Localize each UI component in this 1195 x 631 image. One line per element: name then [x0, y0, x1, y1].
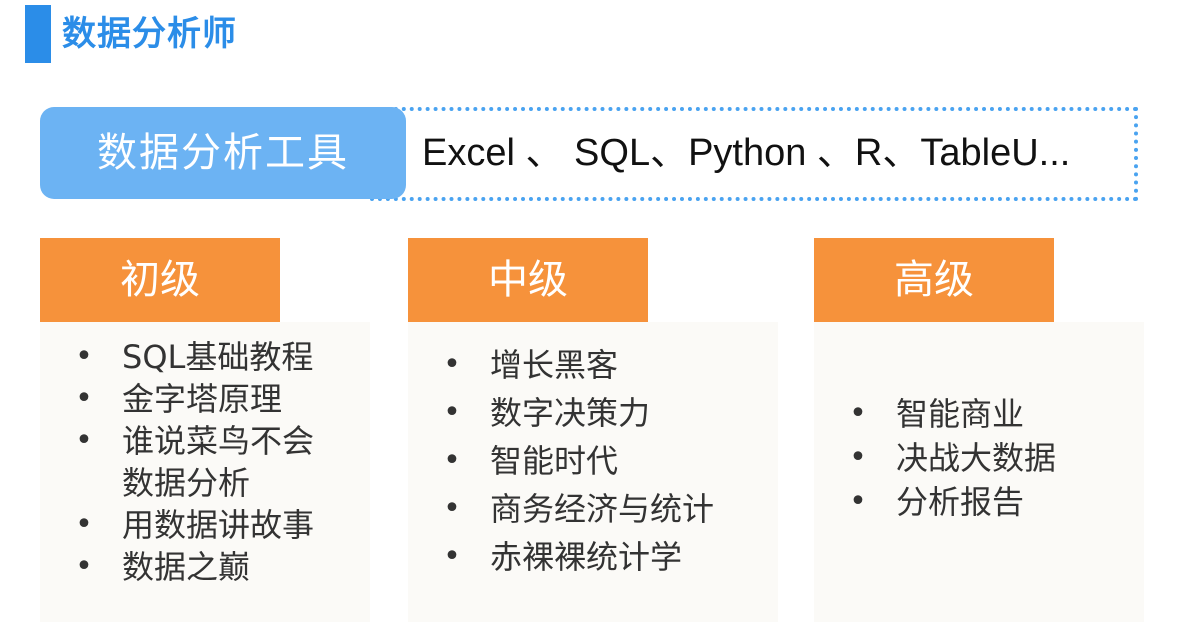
level-list-advanced: •智能商业 •决战大数据 •分析报告	[848, 392, 1136, 524]
list-item: •商务经济与统计	[442, 485, 780, 533]
bullet-icon: •	[75, 423, 93, 458]
list-item: •赤裸裸统计学	[442, 533, 780, 581]
list-item: •智能时代	[442, 437, 780, 485]
list-item: •智能商业	[848, 392, 1136, 436]
level-panel-intermediate	[408, 322, 778, 622]
slide-title: 数据分析师	[62, 14, 237, 54]
tools-label: 数据分析工具	[40, 107, 406, 199]
level-panel-advanced	[814, 322, 1144, 622]
title-accent-bar	[25, 5, 51, 63]
bullet-icon: •	[849, 484, 867, 519]
list-item: •增长黑客	[442, 341, 780, 389]
level-header-intermediate: 中级	[408, 238, 648, 322]
level-header-advanced: 高级	[814, 238, 1054, 322]
list-item: •决战大数据	[848, 436, 1136, 480]
list-item: •金字塔原理	[75, 380, 283, 418]
list-item: •分析报告	[848, 480, 1136, 524]
level-panel-beginner	[40, 322, 370, 622]
bullet-icon: •	[443, 443, 461, 478]
bullet-icon: •	[75, 507, 93, 542]
bullet-icon: •	[75, 381, 93, 416]
list-item: •SQL基础教程	[75, 338, 314, 376]
bullet-icon: •	[849, 440, 867, 475]
tools-value: Excel 、 SQL、Python 、R、TableU...	[422, 132, 1071, 174]
bullet-icon: •	[443, 395, 461, 430]
list-item: •数字决策力	[442, 389, 780, 437]
bullet-icon: •	[443, 347, 461, 382]
bullet-icon: •	[75, 549, 93, 584]
bullet-icon: •	[849, 396, 867, 431]
list-item: •用数据讲故事	[75, 506, 315, 544]
level-header-beginner: 初级	[40, 238, 280, 322]
level-list-intermediate: •增长黑客 •数字决策力 •智能时代 •商务经济与统计 •赤裸裸统计学	[442, 341, 780, 581]
list-item: •谁说菜鸟不会数据分析	[75, 422, 315, 502]
bullet-icon: •	[443, 539, 461, 574]
tools-dotted-box	[370, 107, 1138, 201]
list-item: •数据之巅	[75, 548, 251, 586]
bullet-icon: •	[75, 339, 93, 374]
tools-row: 数据分析工具 Excel 、 SQL、Python 、R、TableU...	[40, 107, 1140, 201]
bullet-icon: •	[443, 491, 461, 526]
level-list-beginner: •SQL基础教程 •金字塔原理 •谁说菜鸟不会数据分析 •用数据讲故事 •数据之…	[74, 336, 382, 588]
